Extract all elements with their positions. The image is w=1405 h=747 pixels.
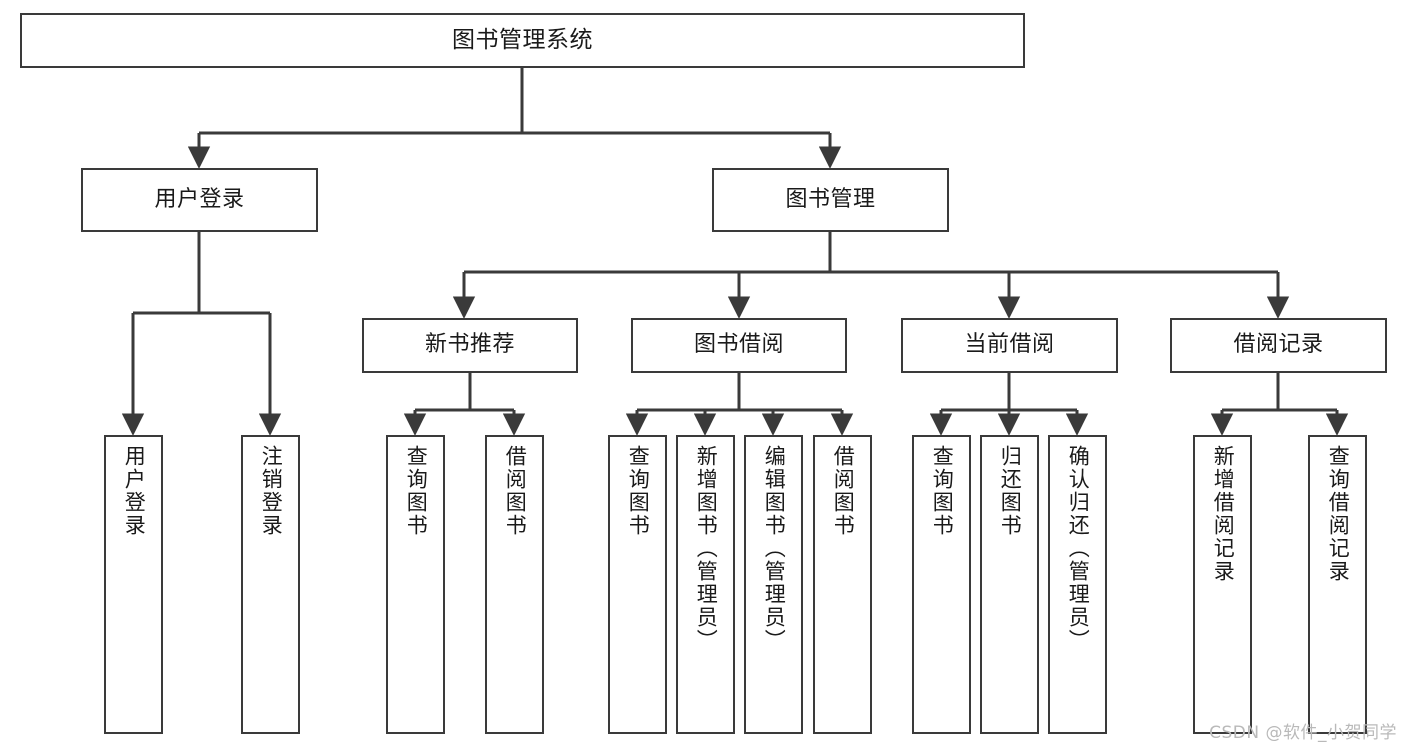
node-label: 新书推荐 xyxy=(424,332,515,358)
node-label: 图书管理系统 xyxy=(452,26,593,53)
node-borrowing-record[interactable]: 借阅记录 xyxy=(1170,318,1387,373)
node-new-book-recommendation[interactable]: 新书推荐 xyxy=(362,318,578,373)
node-root-book-management-system[interactable]: 图书管理系统 xyxy=(20,13,1025,68)
node-label: 新增图书（管理员） xyxy=(694,445,719,652)
node-label: 注销登录 xyxy=(259,445,284,537)
node-label: 查询图书 xyxy=(930,445,955,537)
node-label: 用户登录 xyxy=(154,186,245,212)
leaf-borrow-book-new-book[interactable]: 借阅图书 xyxy=(485,435,544,734)
leaf-query-borrow-record[interactable]: 查询借阅记录 xyxy=(1308,435,1367,734)
leaf-logout[interactable]: 注销登录 xyxy=(241,435,300,734)
node-label: 借阅图书 xyxy=(503,445,528,537)
leaf-query-book-borrowing[interactable]: 查询图书 xyxy=(608,435,667,734)
node-label: 借阅记录 xyxy=(1233,332,1324,358)
leaf-query-book-current[interactable]: 查询图书 xyxy=(912,435,971,734)
node-label: 查询图书 xyxy=(404,445,429,537)
node-current-borrowing[interactable]: 当前借阅 xyxy=(901,318,1118,373)
node-label: 查询图书 xyxy=(626,445,651,537)
node-label: 新增借阅记录 xyxy=(1211,445,1236,583)
node-book-management[interactable]: 图书管理 xyxy=(712,168,949,232)
leaf-return-book[interactable]: 归还图书 xyxy=(980,435,1039,734)
leaf-user-login[interactable]: 用户登录 xyxy=(104,435,163,734)
leaf-add-book-admin[interactable]: 新增图书（管理员） xyxy=(676,435,735,734)
node-label: 当前借阅 xyxy=(964,332,1055,358)
node-label: 编辑图书（管理员） xyxy=(762,445,787,652)
node-user-login[interactable]: 用户登录 xyxy=(81,168,318,232)
node-label: 用户登录 xyxy=(122,445,147,537)
node-label: 借阅图书 xyxy=(831,445,856,537)
node-label: 图书管理 xyxy=(785,186,876,212)
leaf-add-borrow-record[interactable]: 新增借阅记录 xyxy=(1193,435,1252,734)
node-book-borrowing[interactable]: 图书借阅 xyxy=(631,318,847,373)
node-label: 归还图书 xyxy=(998,445,1023,537)
node-label: 查询借阅记录 xyxy=(1326,445,1351,583)
leaf-edit-book-admin[interactable]: 编辑图书（管理员） xyxy=(744,435,803,734)
node-label: 确认归还（管理员） xyxy=(1066,445,1091,652)
csdn-watermark: CSDN @软件_小贺同学 xyxy=(1209,723,1397,743)
leaf-confirm-return-admin[interactable]: 确认归还（管理员） xyxy=(1048,435,1107,734)
leaf-borrow-book-borrowing[interactable]: 借阅图书 xyxy=(813,435,872,734)
leaf-query-book-new-book[interactable]: 查询图书 xyxy=(386,435,445,734)
node-label: 图书借阅 xyxy=(693,332,784,358)
